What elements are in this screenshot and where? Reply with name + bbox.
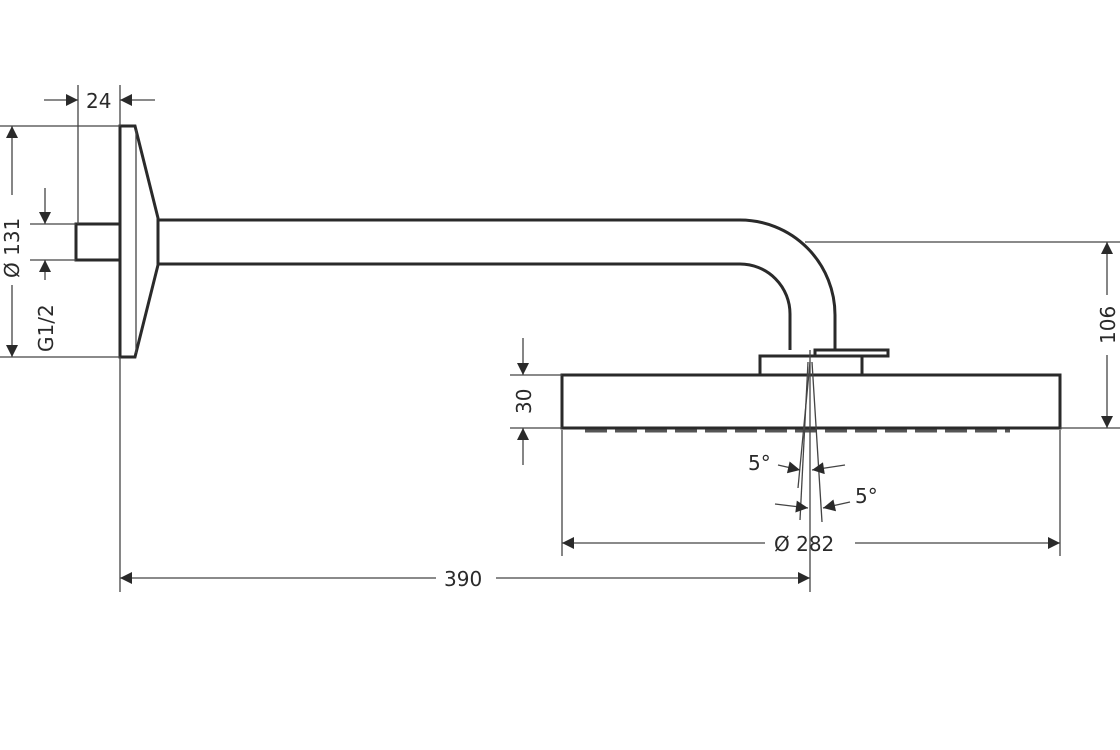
dimension-30: 30: [510, 338, 562, 465]
dim-label-30: 30: [512, 389, 536, 414]
dim-label-thread: G1/2: [34, 304, 58, 352]
dimension-24: 24: [44, 85, 155, 224]
dim-label-282: Ø 282: [774, 532, 834, 556]
shower-arm: [158, 218, 837, 350]
shower-head: [560, 373, 1062, 433]
angle-label-right: 5°: [855, 484, 878, 508]
head-connector: [758, 354, 864, 377]
dimension-thread: G1/2: [30, 188, 76, 352]
dimension-390: 390: [119, 350, 811, 592]
dimension-head-diameter: Ø 282: [561, 430, 1061, 556]
dimension-106: 106: [805, 241, 1120, 429]
spray-angle: 5° 5°: [748, 361, 878, 523]
dim-label-106: 106: [1096, 306, 1120, 344]
dim-label-390: 390: [444, 567, 482, 591]
wall-flange: [118, 124, 160, 359]
angle-label-left: 5°: [748, 451, 771, 475]
dimension-flange-diameter: Ø 131: [0, 125, 120, 358]
dim-label-131: Ø 131: [0, 218, 24, 278]
dim-label-24: 24: [86, 89, 111, 113]
thread-inlet: [74, 222, 122, 262]
